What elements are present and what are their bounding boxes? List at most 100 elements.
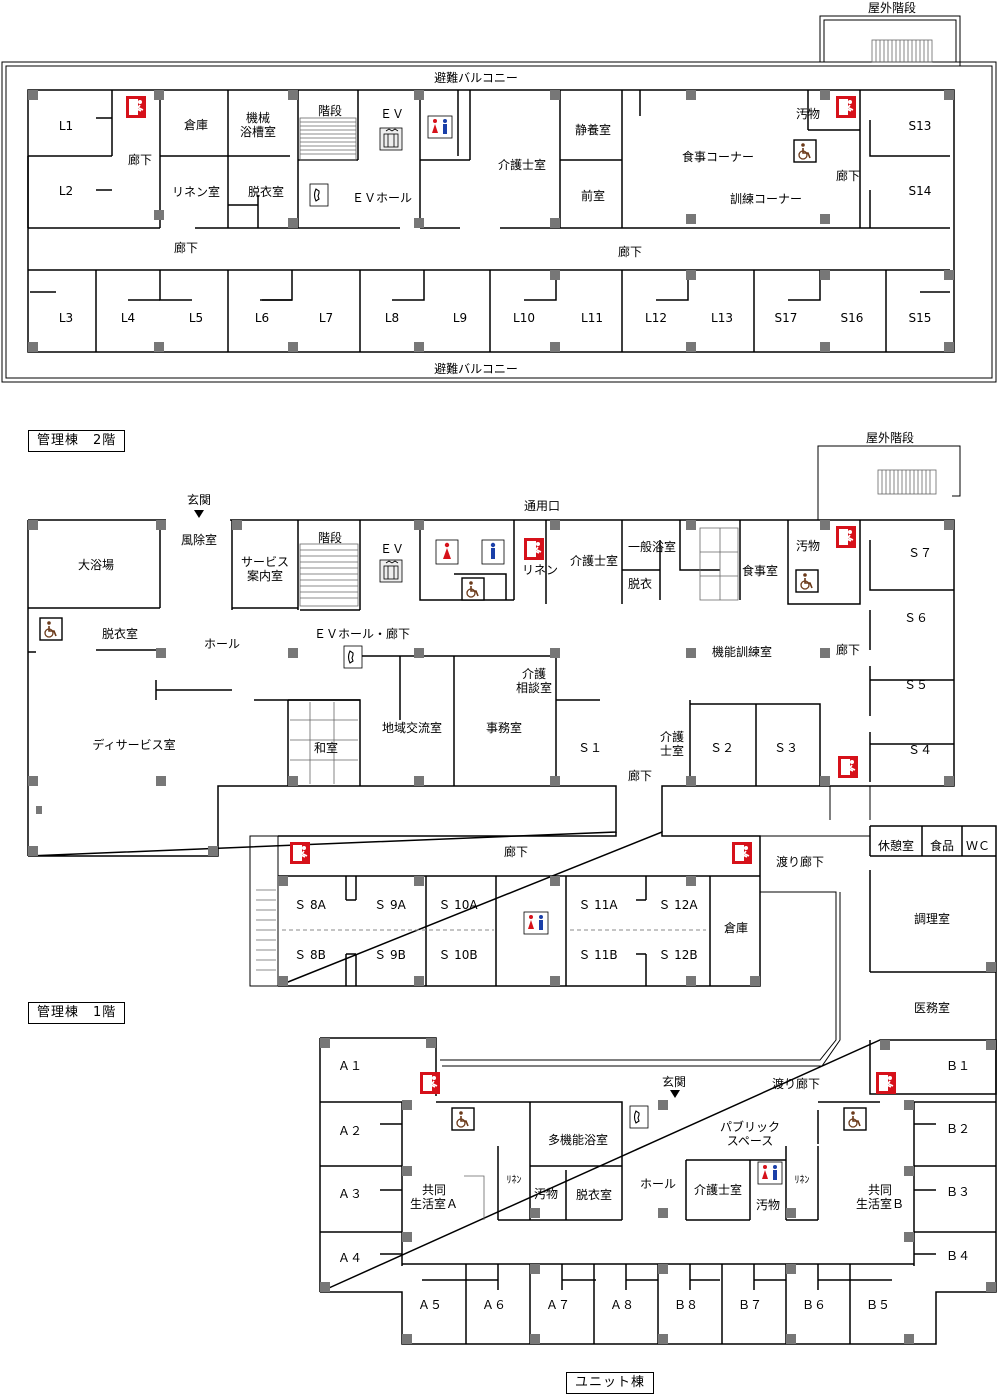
room-label: Ｓ 10A xyxy=(438,898,478,912)
room-label: 避難バルコニー xyxy=(434,70,518,85)
room-label: Ｓ 10B xyxy=(438,948,477,962)
room-label: 前室 xyxy=(581,188,605,203)
emergency-exit-icon xyxy=(523,537,545,561)
room-label: 訓練コーナー xyxy=(730,191,802,206)
floor-unit xyxy=(319,1037,997,1345)
washitsu-tatami xyxy=(290,702,358,784)
room-label: Ｂ２ xyxy=(946,1122,970,1136)
accessible-toilet-icon xyxy=(795,569,819,593)
room-label: 渡り廊下 xyxy=(772,1076,820,1091)
phone-icon xyxy=(343,645,363,669)
room-label: Ａ３ xyxy=(338,1187,362,1201)
room-label: 汚物 xyxy=(796,539,820,553)
room-label: 倉庫 xyxy=(724,920,748,935)
room-label: Ｂ３ xyxy=(946,1185,970,1199)
emergency-exit-icon xyxy=(731,841,753,865)
columns-2f xyxy=(28,90,954,352)
room-label: リネン室 xyxy=(172,184,220,199)
room-label: 大浴場 xyxy=(78,558,114,572)
room-label: 廊下 xyxy=(836,642,860,657)
room-label: 調理室 xyxy=(914,911,950,926)
room-label: Ｂ８ xyxy=(674,1298,698,1312)
room-label: Ｓ１ xyxy=(578,741,602,755)
room-label: 廊下 xyxy=(128,152,152,167)
room-label: 渡り廊下 xyxy=(776,854,824,869)
room-label: ＷＣ xyxy=(966,839,990,853)
room-label: 汚物 xyxy=(534,1187,558,1201)
room-label: 休憩室 xyxy=(878,838,914,853)
room-label: L5 xyxy=(189,311,203,325)
room-label: Ａ４ xyxy=(338,1251,362,1265)
room-label: Ｓ３ xyxy=(774,741,798,755)
phone-icon xyxy=(309,183,329,207)
room-label: L8 xyxy=(385,311,399,325)
room-label: 静養室 xyxy=(575,122,611,137)
phone-icon xyxy=(629,1105,649,1129)
restroom-icon xyxy=(757,1161,783,1185)
floor-kanri-1f xyxy=(27,445,997,1095)
room-label: 共同生活室Ａ xyxy=(410,1183,458,1211)
room-label: 機械浴槽室 xyxy=(240,110,276,139)
elevator-icon xyxy=(379,559,403,583)
room-label: Ｓ 8A xyxy=(294,898,326,912)
room-label: ＥＶホール xyxy=(352,191,412,205)
room-label: Ｂ５ xyxy=(866,1298,890,1312)
floor-title-unit: ユニット棟 xyxy=(566,1372,655,1394)
room-label: Ｂ７ xyxy=(738,1298,762,1312)
room-label: 脱衣 xyxy=(628,576,652,591)
stair-s-wing xyxy=(256,889,276,971)
restroom-icon xyxy=(523,911,549,935)
room-label: 玄関 xyxy=(662,1074,686,1089)
emergency-exit-icon xyxy=(125,95,147,119)
room-label: L7 xyxy=(319,311,333,325)
room-label: 脱衣室 xyxy=(248,184,284,199)
room-label: L4 xyxy=(121,311,135,325)
room-label: 医務室 xyxy=(914,1000,950,1015)
room-label: 機能訓練室 xyxy=(712,644,772,659)
room-label: Ａ８ xyxy=(610,1298,634,1312)
room-label: L12 xyxy=(645,311,667,325)
room-label: Ｓ 11B xyxy=(578,948,617,962)
room-label: 食品 xyxy=(930,838,954,853)
room-label: Ａ５ xyxy=(418,1298,442,1312)
room-label: 介護士室 xyxy=(498,157,546,172)
elevator-icon xyxy=(379,127,403,151)
room-label: 多機能浴室 xyxy=(548,1132,608,1147)
restroom-icon xyxy=(427,115,453,139)
room-label: Ａ２ xyxy=(338,1124,362,1138)
room-label: 廊下 xyxy=(836,168,860,183)
room-label: L6 xyxy=(255,311,269,325)
room-label: 地域交流室 xyxy=(382,720,442,735)
room-label: 屋外階段 xyxy=(868,0,916,15)
room-label: Ａ６ xyxy=(482,1298,506,1312)
emergency-exit-icon xyxy=(835,525,857,549)
floor-title-kanri-2f: 管理棟 2階 xyxy=(28,430,126,452)
room-label: S16 xyxy=(841,311,864,325)
room-label: 風除室 xyxy=(181,532,217,547)
room-label: ＥＶ xyxy=(380,107,404,121)
room-label: 階段 xyxy=(318,530,342,545)
room-label: ホール xyxy=(204,637,240,651)
room-label: 介護士室 xyxy=(660,729,684,758)
room-label: 廊下 xyxy=(174,240,198,255)
room-label: パブリックスペース xyxy=(720,1119,780,1148)
room-label: 食事コーナー xyxy=(682,149,754,164)
outdoor-stair-2f xyxy=(871,39,933,63)
stair-1f xyxy=(299,543,359,607)
room-label: Ｂ６ xyxy=(802,1298,826,1312)
room-label: 通用口 xyxy=(524,499,560,513)
emergency-exit-icon xyxy=(419,1071,441,1095)
room-label: Ｓ 8B xyxy=(294,948,326,962)
room-label: S15 xyxy=(909,311,932,325)
female-toilet-icon xyxy=(435,539,459,565)
room-label: L9 xyxy=(453,311,467,325)
room-label: 介護士室 xyxy=(694,1182,742,1197)
room-label: Ｓ 9B xyxy=(374,948,406,962)
accessible-toilet-icon xyxy=(461,577,485,601)
columns-1f xyxy=(28,520,954,856)
room-label: 汚物 xyxy=(756,1198,780,1212)
columns-s-wing xyxy=(278,876,760,986)
room-label: 介護士室 xyxy=(570,553,618,568)
